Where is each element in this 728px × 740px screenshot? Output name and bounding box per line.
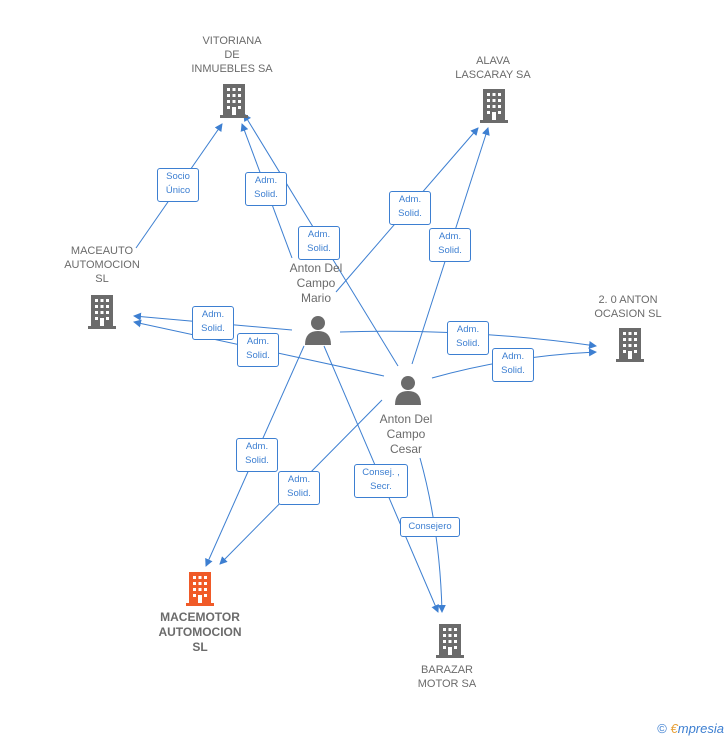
building-icon[interactable] (220, 84, 248, 123)
relation-label[interactable]: Adm. Solid. (389, 191, 431, 225)
building-icon[interactable] (480, 89, 508, 128)
person-label-cesar[interactable]: Anton Del Campo Cesar (379, 412, 433, 456)
company-label-alava[interactable]: ALAVA LASCARAY SA (455, 55, 531, 81)
relation-label[interactable]: Adm. Solid. (245, 172, 287, 206)
copyright-symbol: © (657, 721, 667, 736)
relation-label[interactable]: Adm. Solid. (447, 321, 489, 355)
company-label-vitoriana[interactable]: VITORIANA DE INMUEBLES SA (191, 35, 273, 75)
relation-label[interactable]: Adm. Solid. (236, 438, 278, 472)
relation-label[interactable]: Socio Único (157, 168, 199, 202)
company-label-ocasion[interactable]: 2. 0 ANTON OCASION SL (594, 294, 662, 320)
company-label-macemotor[interactable]: MACEMOTOR AUTOMOCION SL (158, 610, 242, 654)
brand-logo-initial: € (670, 721, 678, 736)
relation-label[interactable]: Adm. Solid. (192, 306, 234, 340)
building-icon[interactable] (88, 295, 116, 334)
footer-brand: © €mpresia (657, 721, 724, 736)
company-label-barazar[interactable]: BARAZAR MOTOR SA (417, 664, 477, 690)
relation-label[interactable]: Adm. Solid. (298, 226, 340, 260)
company-label-maceauto[interactable]: MACEAUTO AUTOMOCION SL (64, 245, 140, 285)
relation-label[interactable]: Adm. Solid. (492, 348, 534, 382)
brand-logo-text: mpresia (677, 721, 724, 736)
person-icon[interactable] (394, 375, 422, 410)
relation-label[interactable]: Adm. Solid. (278, 471, 320, 505)
person-icon[interactable] (304, 315, 332, 350)
person-label-mario[interactable]: Anton Del Campo Mario (289, 261, 343, 305)
relation-label[interactable]: Adm. Solid. (237, 333, 279, 367)
relation-label[interactable]: Adm. Solid. (429, 228, 471, 262)
building-icon[interactable] (436, 624, 464, 663)
relation-label[interactable]: Consejero (400, 517, 460, 537)
building-icon[interactable] (186, 572, 214, 611)
building-icon[interactable] (616, 328, 644, 367)
relation-label[interactable]: Consej. , Secr. (354, 464, 408, 498)
